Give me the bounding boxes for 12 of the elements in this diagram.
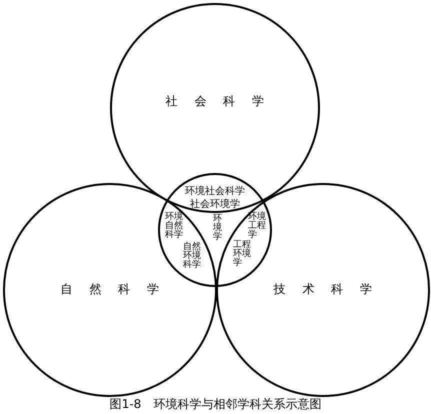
venn-circle bbox=[110, 3, 320, 213]
region-label: 环境自然科学 bbox=[165, 213, 183, 240]
region-label: 工程环境学 bbox=[233, 241, 251, 268]
region-label: 社会环境学 bbox=[189, 199, 241, 210]
region-label: 环境社会科学 bbox=[184, 186, 246, 197]
circle-label: 自然科学 bbox=[60, 282, 176, 296]
circle-label: 技术科学 bbox=[274, 282, 389, 296]
overlap-circle bbox=[158, 173, 272, 287]
circle-label: 社会科学 bbox=[166, 94, 281, 108]
region-label: 自然环境科学 bbox=[183, 243, 201, 270]
region-label: 环境学 bbox=[213, 215, 222, 242]
figure-caption: 图1-8 环境科学与相邻学科关系示意图 bbox=[110, 397, 322, 411]
